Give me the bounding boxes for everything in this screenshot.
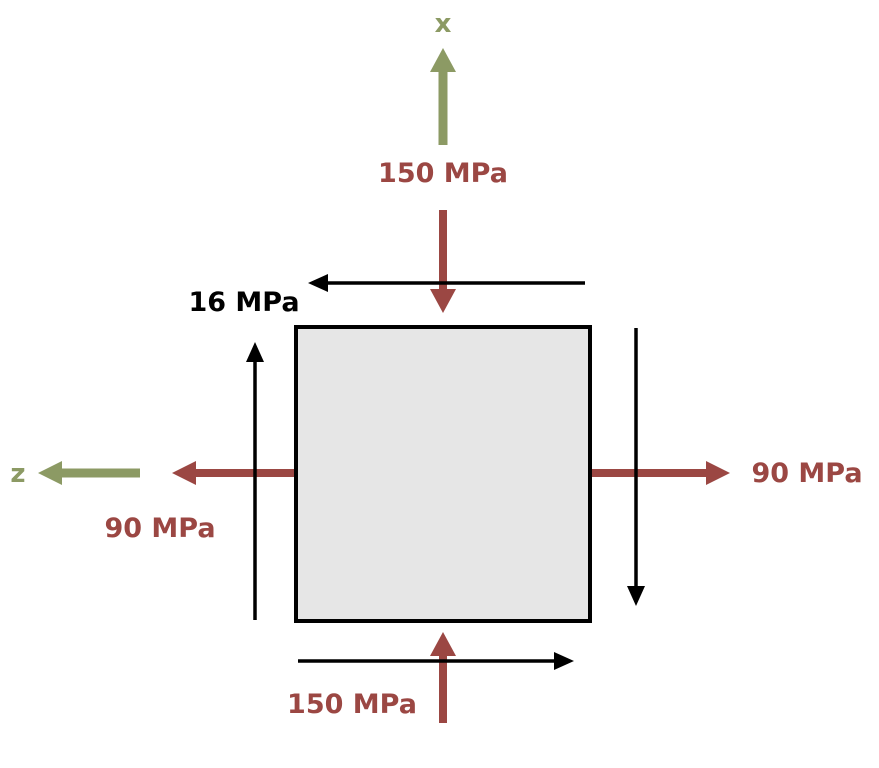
x-axis-label: x bbox=[435, 9, 452, 39]
normal-stress-top-label: 150 MPa bbox=[378, 158, 508, 189]
normal-stress-left-label: 90 MPa bbox=[104, 513, 215, 544]
z-axis-arrow bbox=[38, 461, 140, 485]
shear-stress-label: 16 MPa bbox=[188, 287, 299, 318]
normal-stress-top-arrow bbox=[430, 210, 456, 313]
stress-element bbox=[294, 325, 592, 623]
shear-stress-left-arrow bbox=[246, 342, 264, 620]
normal-stress-right-label: 90 MPa bbox=[751, 458, 862, 489]
normal-stress-bottom-label: 150 MPa bbox=[287, 689, 417, 720]
shear-stress-bottom-arrow bbox=[298, 652, 574, 670]
normal-stress-left-arrow bbox=[172, 461, 294, 485]
normal-stress-right-arrow bbox=[592, 461, 730, 485]
x-axis-arrow bbox=[430, 48, 456, 145]
z-axis-label: z bbox=[10, 459, 25, 489]
shear-stress-top-arrow bbox=[308, 274, 585, 292]
normal-stress-bottom-arrow bbox=[430, 632, 456, 723]
shear-stress-right-arrow bbox=[627, 328, 645, 606]
